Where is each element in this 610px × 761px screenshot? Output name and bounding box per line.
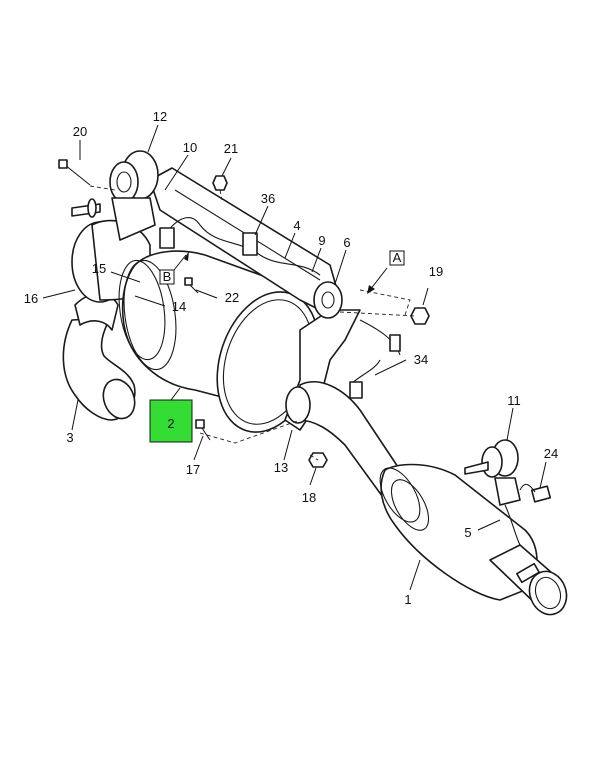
- bolt-large-left: [71, 198, 101, 218]
- callout-34: 34: [414, 352, 428, 367]
- nut-21: [212, 175, 228, 191]
- callout-9: 9: [318, 233, 325, 248]
- isolator-mount-mid: [313, 281, 343, 319]
- callout-36: 36: [261, 191, 275, 206]
- callout-20: 20: [73, 124, 87, 139]
- callout-15: 15: [92, 261, 106, 276]
- outlet-pipe: [285, 381, 401, 501]
- callout-16: 16: [24, 291, 38, 306]
- bolt-17: [195, 419, 211, 441]
- wiring-harness: [159, 217, 521, 546]
- isolator-mount-lower: [464, 439, 521, 506]
- callout-2[interactable]: 2: [167, 416, 174, 431]
- callout-1: 1: [404, 592, 411, 607]
- callout-labels: 20 12 10 21 36 4 9 6 15 16 14 22 19 34 3…: [24, 109, 558, 607]
- callout-17: 17: [186, 462, 200, 477]
- callout-24: 24: [544, 446, 558, 461]
- callout-18: 18: [302, 490, 316, 505]
- bolt-22: [184, 277, 199, 294]
- exhaust-inlet-elbow: [62, 292, 136, 421]
- bolt-20: [58, 159, 91, 186]
- callout-5: 5: [464, 525, 471, 540]
- callout-3: 3: [66, 430, 73, 445]
- callout-4: 4: [293, 218, 300, 233]
- view-ref-a: A: [367, 250, 405, 294]
- highlight-part-2[interactable]: [149, 399, 193, 443]
- outlet-clamp: [489, 544, 568, 616]
- assembly-dashed-lines: [89, 185, 416, 461]
- callout-6: 6: [343, 235, 350, 250]
- view-ref-b-label: B: [163, 269, 172, 284]
- callout-21: 21: [224, 141, 238, 156]
- callout-22: 22: [225, 290, 239, 305]
- isolator-mount-upper: [109, 150, 159, 241]
- callout-13: 13: [274, 460, 288, 475]
- view-ref-b: B: [159, 251, 189, 285]
- view-ref-a-label: A: [393, 250, 402, 265]
- callout-14: 14: [172, 299, 186, 314]
- callout-10: 10: [183, 140, 197, 155]
- callout-19: 19: [429, 264, 443, 279]
- sensor-connector: [519, 483, 552, 503]
- callout-11: 11: [507, 393, 521, 408]
- callout-12: 12: [153, 109, 167, 124]
- leader-lines: [42, 124, 547, 591]
